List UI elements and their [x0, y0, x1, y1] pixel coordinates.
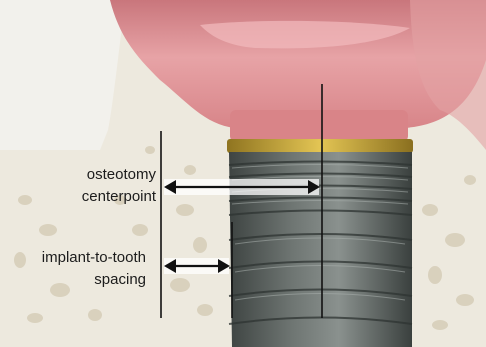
osteotomy-label-line1: osteotomy: [82, 164, 156, 186]
tooth-root-left: [0, 0, 125, 150]
spacing-label-line1: implant-to-tooth: [42, 247, 146, 269]
osteotomy-label-line2: centerpoint: [82, 186, 156, 208]
implant-to-tooth-spacing-label: implant-to-tooth spacing: [42, 247, 146, 291]
implant-collar: [227, 139, 413, 153]
abutment: [230, 110, 408, 142]
spacing-label-line2: spacing: [42, 269, 146, 291]
osteotomy-centerpoint-label: osteotomy centerpoint: [82, 164, 156, 208]
